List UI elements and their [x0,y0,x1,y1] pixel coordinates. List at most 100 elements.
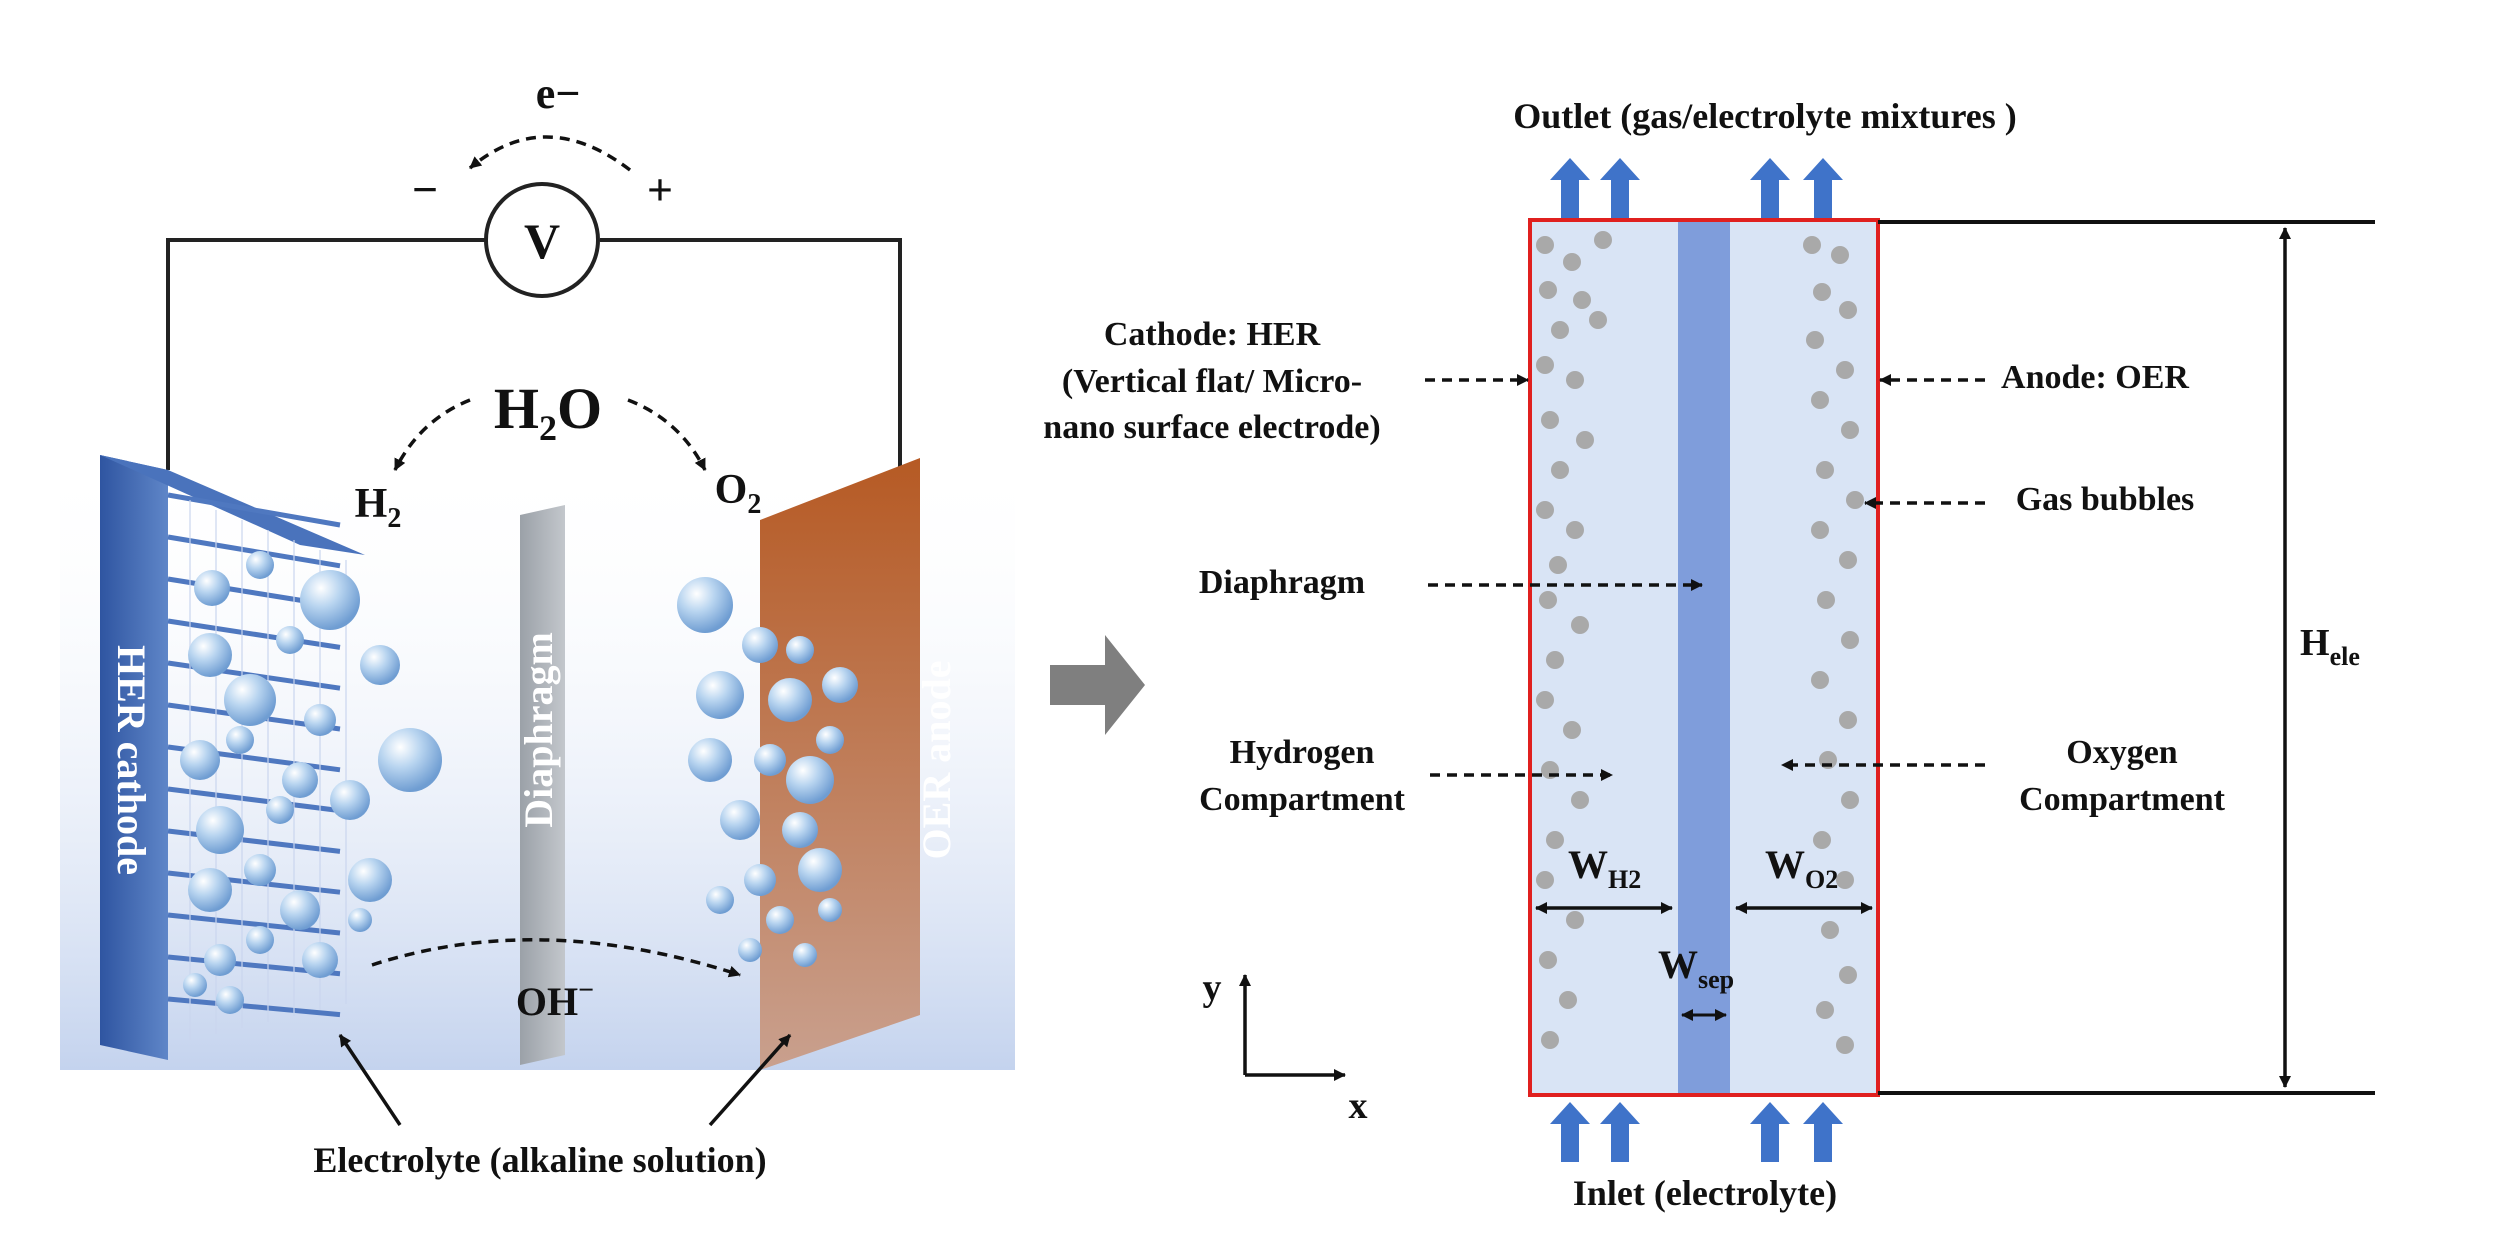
gas-dot [1559,991,1577,1009]
hydrogen-label-line1: Hydrogen [1230,734,1375,771]
gas-bubble [786,756,834,804]
gas-dot [1817,591,1835,609]
separator [1678,220,1730,1095]
gas-bubble [282,762,318,798]
inlet-label: Inlet (electrolyte) [1573,1173,1837,1213]
gas-bubble [816,726,844,754]
gas-bubble [180,740,220,780]
h-ele-label: Hele [2300,622,2360,671]
gas-bubble [822,667,858,703]
gas-bubble [276,626,304,654]
gas-bubbles-label: Gas bubbles [2016,481,2195,518]
voltmeter-label: V [524,213,560,269]
gas-dot [1813,831,1831,849]
gas-dot [1841,631,1859,649]
gas-bubble [226,726,254,754]
o2-label: O2 [715,467,762,520]
gas-bubble [744,864,776,896]
cathode-mesh-bar [167,492,341,528]
flow-arrow [1550,158,1590,218]
right-diaphragm-label: Diaphragm [1199,564,1365,601]
gas-bubble [720,800,760,840]
gas-dot [1576,431,1594,449]
gas-dot [1566,371,1584,389]
gas-bubble [688,738,732,782]
gas-dot [1836,1036,1854,1054]
oxygen-label-line1: Oxygen [2066,734,2178,771]
gas-dot [1811,391,1829,409]
gas-dot [1536,871,1554,889]
gas-bubble [766,906,794,934]
cathode-description-line1: Cathode: HER [1104,316,1321,353]
gas-dot [1816,1001,1834,1019]
gas-dot [1566,521,1584,539]
hydrogen-label-line2: Compartment [1199,781,1406,818]
gas-bubble [302,942,338,978]
gas-dot [1839,301,1857,319]
gas-bubble [696,671,744,719]
gas-dot [1541,1031,1559,1049]
cathode-description-line2: (Vertical flat/ Micro- [1062,363,1362,400]
gas-bubble [244,854,276,886]
flow-arrows [1550,158,1843,1162]
gas-dot [1846,491,1864,509]
cathode-label: HER cathode [109,645,154,875]
gas-dot [1831,246,1849,264]
h2-label: H2 [355,481,402,534]
flow-arrow [1803,1102,1843,1162]
electron-flow-arrow [468,135,632,172]
gas-dot [1806,331,1824,349]
gas-bubble [738,938,762,962]
gas-dot [1539,951,1557,969]
flow-arrow [1803,158,1843,218]
flow-arrow [1600,158,1640,218]
flow-arrow [1600,1102,1640,1162]
gas-dot [1839,551,1857,569]
gas-bubble [300,570,360,630]
gas-dot [1563,253,1581,271]
gas-bubble [768,678,812,722]
gas-dot [1836,871,1854,889]
gas-bubble [786,636,814,664]
gas-dot [1841,791,1859,809]
anode-description: Anode: OER [2001,359,2189,396]
gas-dot [1536,236,1554,254]
gas-bubble [348,858,392,902]
hydroxide-migration-arrow [371,938,741,978]
transition-arrow [1050,635,1145,735]
gas-dot [1539,281,1557,299]
gas-dot [1811,671,1829,689]
gas-dot [1571,791,1589,809]
gas-dot [1546,651,1564,669]
outlet-label: Outlet (gas/electrolyte mixtures ) [1513,96,2017,136]
gas-bubble [196,806,244,854]
gas-dot [1816,461,1834,479]
gas-bubble [194,570,230,606]
oxygen-label-line2: Compartment [2019,781,2226,818]
gas-bubble [246,551,274,579]
gas-bubble [360,645,400,685]
gas-bubble [224,674,276,726]
gas-dot [1536,691,1554,709]
gas-bubble [754,744,786,776]
gas-dot [1563,721,1581,739]
gas-bubble [782,812,818,848]
flow-arrow [1750,158,1790,218]
flow-arrow [1750,1102,1790,1162]
gas-dot [1546,831,1564,849]
left-diaphragm [520,505,565,1065]
gas-bubble [280,890,320,930]
left-panel: V e− − + H2O H2 O2 HER cathode Diaphragm [60,69,1015,1180]
gas-bubble [818,898,842,922]
gas-dot [1821,921,1839,939]
gas-dot [1594,231,1612,249]
cathode-plate [100,455,168,1060]
plus-terminal-label: + [647,164,673,215]
gas-bubble [706,886,734,914]
electrolyte-pointer-right [708,1033,792,1127]
w-sep-label: Wsep [1658,942,1734,994]
cathode-description-line3: nano surface electrode) [1043,409,1380,446]
gas-dot [1589,311,1607,329]
oer-anode [760,458,920,1070]
